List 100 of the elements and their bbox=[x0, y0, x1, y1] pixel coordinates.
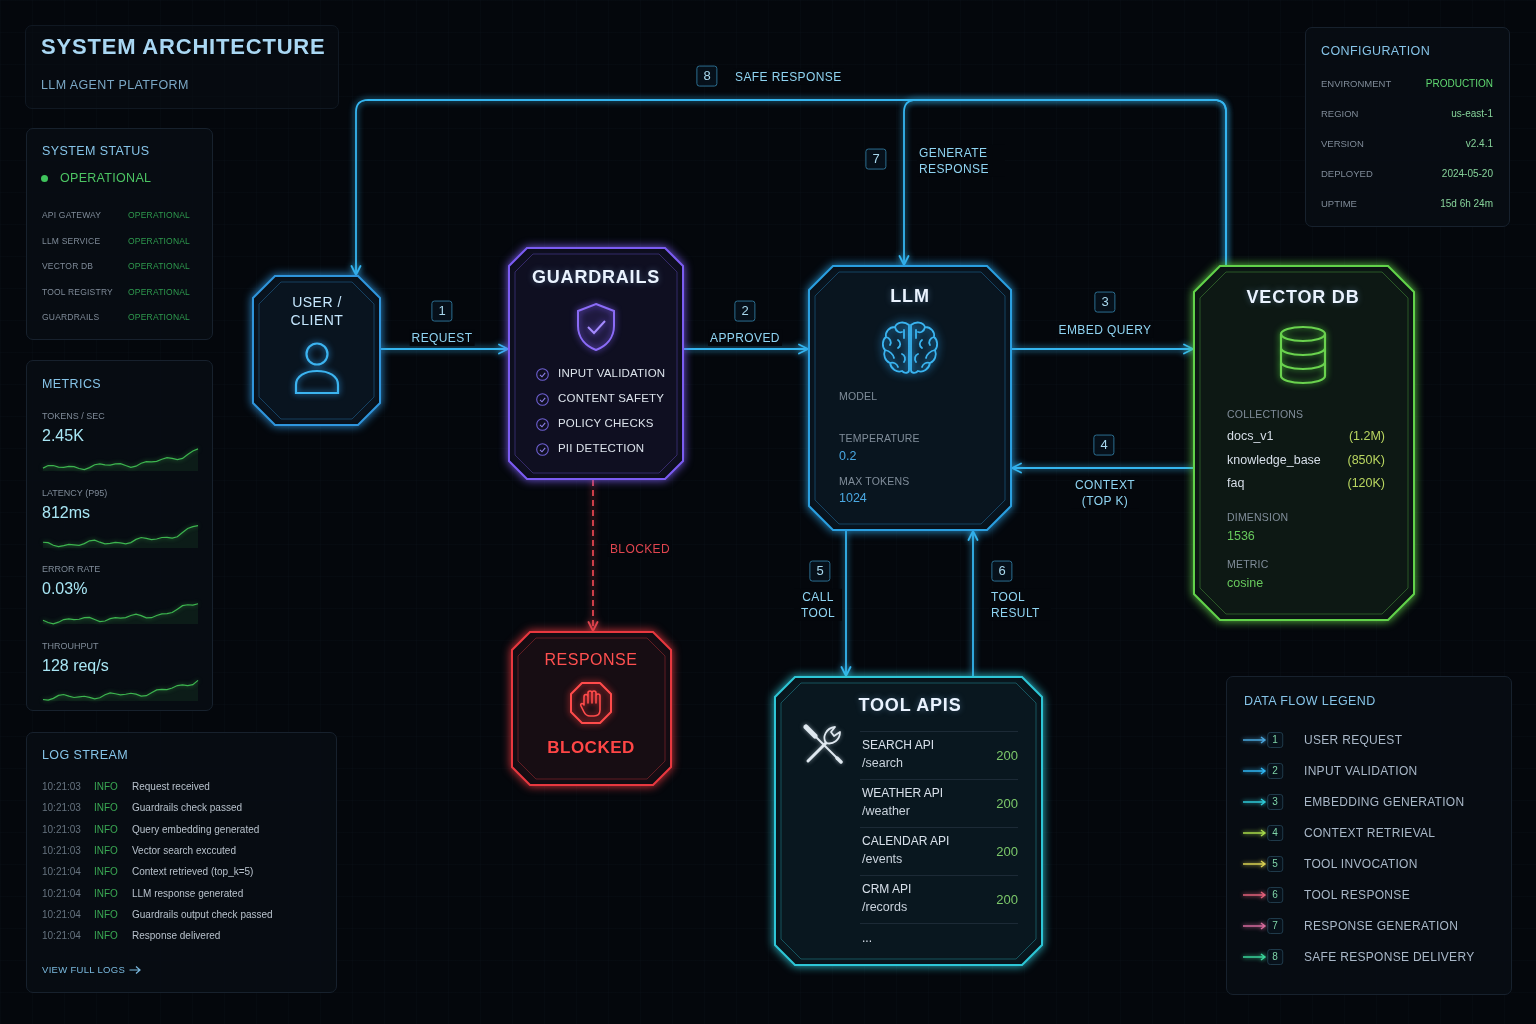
collection-name: docs_v1 bbox=[1227, 428, 1274, 444]
collection-count: (120K) bbox=[1347, 475, 1385, 491]
log-message: Guardrails check passed bbox=[132, 802, 243, 815]
step-number: 3 bbox=[1267, 794, 1283, 810]
status-value: OPERATIONAL bbox=[128, 311, 191, 323]
legend-label: INPUT VALIDATION bbox=[1304, 763, 1418, 779]
step-number: 5 bbox=[809, 560, 831, 582]
metric-label: ERROR RATE bbox=[42, 563, 101, 575]
config-key: VERSION bbox=[1321, 138, 1364, 150]
log-level: INFO bbox=[94, 781, 118, 793]
edge-label: BLOCKED bbox=[607, 540, 673, 558]
log-message: Guardrails output check passed bbox=[132, 908, 273, 921]
config-value: 15d 6h 24m bbox=[1440, 198, 1493, 210]
arrow bbox=[380, 343, 509, 355]
legend-label: TOOL INVOCATION bbox=[1304, 856, 1418, 872]
config-key: ENVIRONMENT bbox=[1321, 78, 1392, 90]
legend-label: EMBEDDING GENERATION bbox=[1304, 794, 1465, 810]
check-item: PII DETECTION bbox=[558, 442, 645, 456]
arrow bbox=[1011, 462, 1194, 474]
config-value: us-east-1 bbox=[1451, 108, 1493, 120]
api-name: CRM API bbox=[862, 881, 912, 897]
panel-heading: CONFIGURATION bbox=[1321, 43, 1431, 59]
metric-label: TOKENS / SEC bbox=[42, 410, 105, 422]
status-code: 200 bbox=[996, 748, 1018, 764]
field-label: MAX TOKENS bbox=[839, 474, 910, 488]
legend-label: TOOL RESPONSE bbox=[1304, 887, 1410, 903]
api-path: /weather bbox=[862, 803, 910, 819]
edge-label: TOOL RESULT bbox=[989, 588, 1051, 622]
log-message: Request received bbox=[132, 781, 210, 793]
check-item: POLICY CHECKS bbox=[558, 417, 654, 431]
metric-label: LATENCY (P95) bbox=[42, 487, 108, 498]
field-value: 1024 bbox=[839, 490, 867, 506]
api-name: CALENDAR API bbox=[862, 833, 950, 849]
log-timestamp: 10:21:03 bbox=[42, 844, 81, 857]
config-value: PRODUCTION bbox=[1425, 78, 1493, 90]
subtitle: LLM AGENT PLATFORM bbox=[41, 77, 189, 93]
field-label: COLLECTIONS bbox=[1227, 407, 1304, 421]
field-value: cosine bbox=[1227, 575, 1264, 591]
step-number: 6 bbox=[1267, 887, 1283, 903]
status-panel bbox=[26, 128, 213, 340]
diagram-title: SYSTEM ARCHITECTURE bbox=[41, 33, 326, 61]
step-number: 1 bbox=[431, 300, 453, 322]
edge-label: APPROVED bbox=[708, 329, 782, 347]
log-timestamp: 10:21:04 bbox=[42, 930, 81, 943]
config-value: 2024-05-20 bbox=[1441, 168, 1493, 180]
status-title: BLOCKED bbox=[547, 737, 635, 759]
client-node bbox=[252, 275, 381, 426]
log-timestamp: 10:21:04 bbox=[42, 866, 81, 879]
config-value: v2.4.1 bbox=[1465, 138, 1493, 150]
metric-value: 2.45K bbox=[42, 426, 84, 446]
check-item: INPUT VALIDATION bbox=[558, 367, 666, 381]
field-label: MODEL bbox=[839, 389, 878, 403]
legend-label: CONTEXT RETRIEVAL bbox=[1304, 825, 1436, 841]
status-value: OPERATIONAL bbox=[128, 286, 191, 297]
collection-name: knowledge_base bbox=[1227, 452, 1321, 467]
arrow bbox=[1011, 343, 1194, 355]
node-title: TOOL APIS bbox=[858, 695, 962, 717]
config-key: UPTIME bbox=[1321, 198, 1357, 210]
node-title: USER / CLIENT bbox=[289, 292, 345, 330]
arrow bbox=[350, 99, 1227, 276]
step-number: 7 bbox=[1267, 918, 1283, 934]
step-number: 3 bbox=[1094, 291, 1116, 313]
status-title: RESPONSE bbox=[544, 650, 638, 670]
status-text: OPERATIONAL bbox=[60, 170, 152, 186]
status-code: 200 bbox=[996, 844, 1018, 860]
config-key: REGION bbox=[1321, 108, 1359, 120]
edge-label: REQUEST bbox=[409, 329, 475, 347]
log-message: Context retrieved (top_k=5) bbox=[132, 866, 254, 879]
metric-value: 0.03% bbox=[42, 579, 88, 599]
step-number: 7 bbox=[865, 148, 887, 170]
field-value: 0.2 bbox=[839, 448, 857, 464]
arrow bbox=[683, 343, 809, 355]
log-timestamp: 10:21:04 bbox=[42, 908, 81, 921]
field-label: DIMENSION bbox=[1227, 510, 1289, 524]
edge-label: SAFE RESPONSE bbox=[733, 68, 844, 86]
status-code: 200 bbox=[996, 796, 1018, 812]
service-name: API GATEWAY bbox=[42, 209, 102, 221]
step-number: 8 bbox=[696, 65, 718, 87]
step-number: 8 bbox=[1267, 949, 1283, 965]
tool-apis-node bbox=[774, 676, 1043, 966]
log-level: INFO bbox=[94, 844, 118, 857]
step-number: 6 bbox=[991, 560, 1013, 582]
log-timestamp: 10:21:04 bbox=[42, 887, 81, 900]
field-label: TEMPERATURE bbox=[839, 431, 920, 445]
arrow bbox=[840, 530, 852, 677]
step-number: 4 bbox=[1093, 434, 1115, 456]
log-level: INFO bbox=[94, 866, 118, 879]
blocked-node bbox=[511, 631, 672, 786]
api-name: WEATHER API bbox=[862, 785, 944, 801]
metric-label: THROUHPUT bbox=[42, 640, 99, 651]
service-name: LLM SERVICE bbox=[42, 235, 101, 246]
api-path: /search bbox=[862, 755, 903, 771]
service-name: VECTOR DB bbox=[42, 260, 94, 272]
metric-value: 128 req/s bbox=[42, 655, 109, 676]
config-key: DEPLOYED bbox=[1321, 168, 1373, 180]
log-message: Query embedding generated bbox=[132, 823, 260, 836]
config-panel bbox=[1305, 27, 1510, 227]
step-number: 1 bbox=[1267, 732, 1283, 748]
database-node bbox=[1193, 265, 1415, 621]
log-message: Response delivered bbox=[132, 930, 221, 943]
